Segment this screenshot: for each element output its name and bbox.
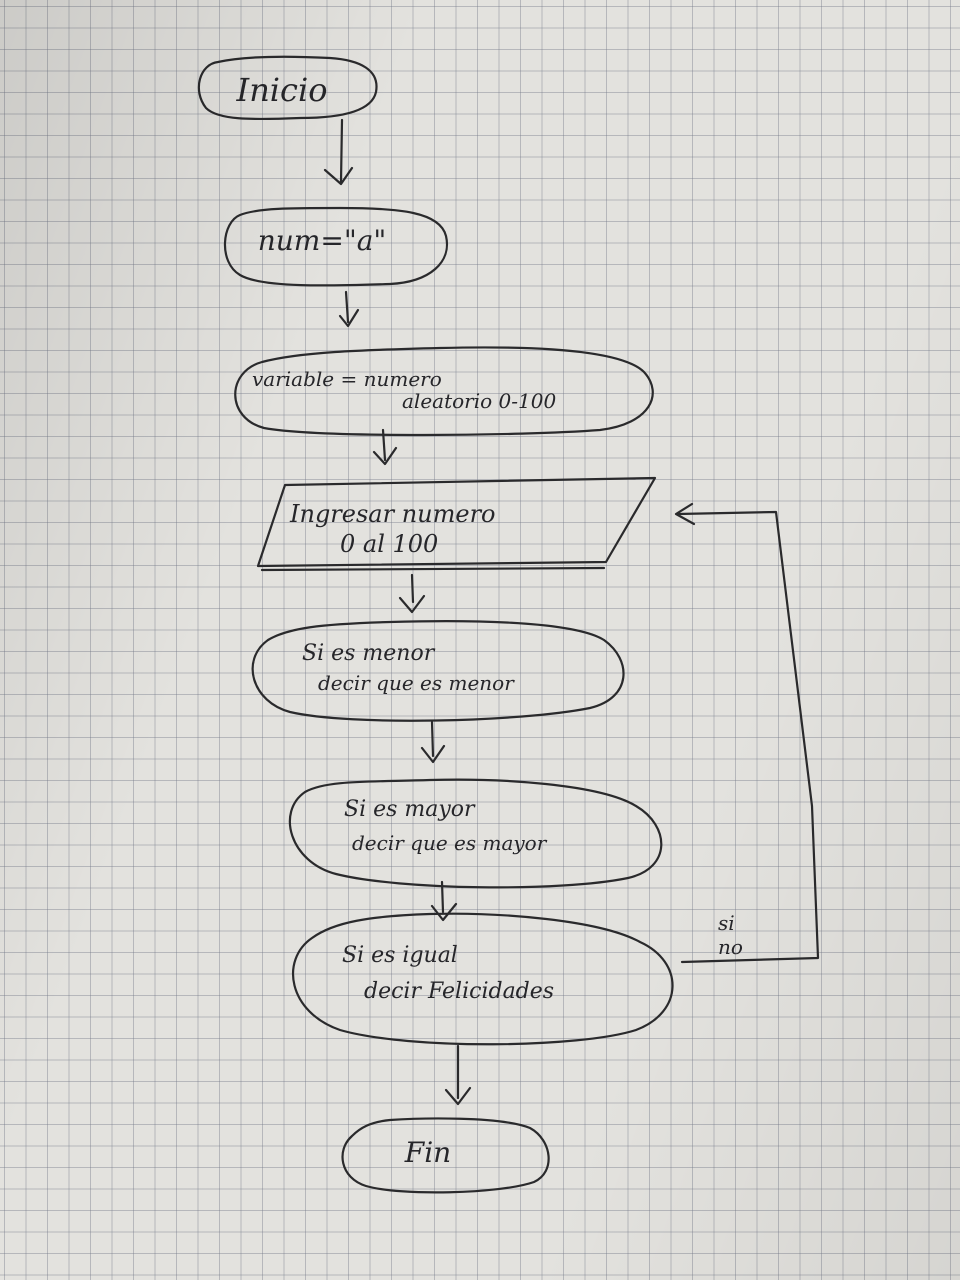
arrow-input-to-less <box>398 573 426 614</box>
init-node: num="a" <box>223 206 449 287</box>
loop-back-line <box>674 502 820 964</box>
init-label: num="a" <box>258 224 387 257</box>
greater-line-2: decir que es mayor <box>352 831 548 855</box>
start-label: Inicio <box>236 71 328 109</box>
equal-line-2: decir Felicidades <box>364 979 554 1004</box>
start-node: Inicio <box>197 55 378 121</box>
less-line-1: Si es menor <box>302 641 436 666</box>
input-node: Ingresar numero 0 al 100 <box>256 476 657 572</box>
arrow-init-to-assign <box>338 290 360 328</box>
arrow-equal-to-end <box>444 1044 472 1106</box>
end-label: Fin <box>404 1136 451 1169</box>
greater-line-1: Si es mayor <box>344 797 476 822</box>
assign-line-2: aleatorio 0-100 <box>402 389 556 413</box>
end-node: Fin <box>341 1117 550 1194</box>
arrow-assign-to-input <box>372 428 398 466</box>
assign-line-1: variable = numero <box>252 367 442 391</box>
loop-label-no: no <box>718 935 743 959</box>
less-line-2: decir que es menor <box>318 671 515 695</box>
less-node: Si es menor decir que es menor <box>251 620 625 722</box>
arrow-less-to-greater <box>420 720 446 764</box>
arrow-greater-to-equal <box>430 880 458 922</box>
greater-node: Si es mayor decir que es mayor <box>288 778 663 889</box>
input-line-1: Ingresar numero <box>289 500 496 528</box>
arrow-start-to-init <box>323 118 354 186</box>
equal-line-1: Si es igual <box>342 943 458 968</box>
assign-node: variable = numero aleatorio 0-100 <box>234 346 654 437</box>
input-line-2: 0 al 100 <box>340 530 438 558</box>
loop-label-yes: si <box>718 911 735 935</box>
equal-node: Si es igual decir Felicidades <box>291 912 674 1046</box>
